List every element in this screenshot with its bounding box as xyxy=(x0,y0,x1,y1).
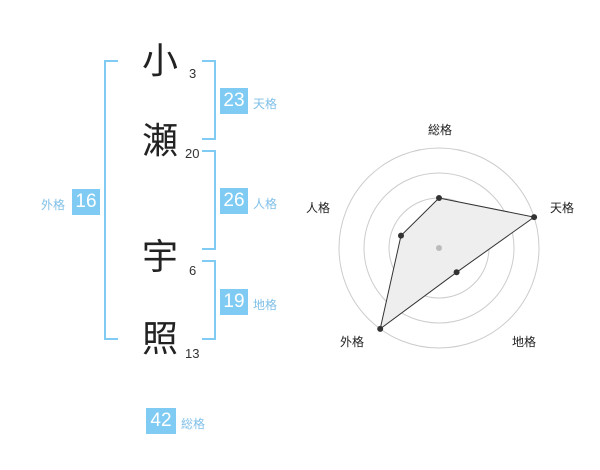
gaikaku-label: 外格 xyxy=(41,198,66,212)
radar-axis-label-soukaku: 総格 xyxy=(428,122,452,137)
tenkaku-label: 天格 xyxy=(253,97,278,111)
chikaku-value: 19 xyxy=(220,289,248,315)
stroke-count-4: 13 xyxy=(185,346,200,361)
stroke-count-3: 6 xyxy=(189,263,197,278)
stroke-count-2: 20 xyxy=(185,146,200,161)
radar-point-1 xyxy=(436,195,442,201)
radar-axis-label-gaikaku: 外格 xyxy=(340,334,364,349)
radar-point-2 xyxy=(531,214,538,221)
radar-ring-4 xyxy=(338,147,540,349)
soukaku-value: 42 xyxy=(146,408,176,434)
name-char-3: 宇 xyxy=(141,237,178,278)
tenkaku-value: 23 xyxy=(220,88,248,114)
radar-ring-3 xyxy=(363,172,515,324)
radar-points xyxy=(377,195,538,332)
radar-center-dot xyxy=(436,245,442,251)
radar-area xyxy=(379,197,536,331)
name-char-2: 瀬 xyxy=(141,121,178,162)
gaikaku-value: 16 xyxy=(72,189,100,215)
chikaku-label: 地格 xyxy=(253,298,278,312)
jinkaku-value: 26 xyxy=(220,188,248,214)
radar-axis-label-tenkaku: 天格 xyxy=(550,200,574,215)
soukaku-label: 総格 xyxy=(181,417,206,431)
radar-point-4 xyxy=(377,325,384,332)
radar-point-5 xyxy=(398,232,404,239)
name-char-4: 照 xyxy=(141,319,178,360)
radar-axis-label-chikaku: 地格 xyxy=(512,334,536,349)
radar-axis-label-jinkaku: 人格 xyxy=(306,200,330,215)
radar-point-3 xyxy=(453,269,460,276)
name-char-1: 小 xyxy=(141,41,178,82)
jinkaku-label: 人格 xyxy=(253,197,278,211)
stroke-count-1: 3 xyxy=(189,66,197,81)
